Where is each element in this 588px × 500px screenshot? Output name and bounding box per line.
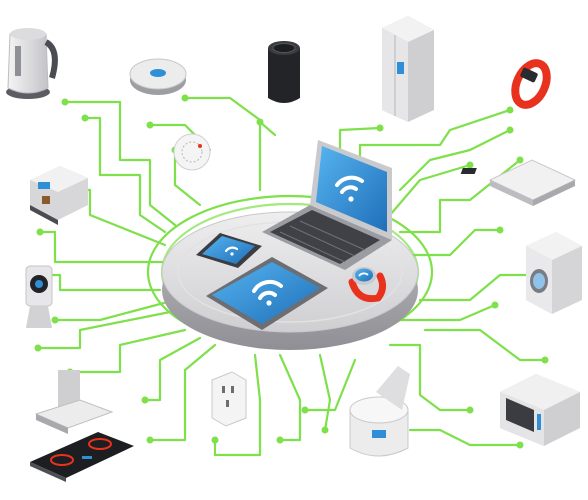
laptop bbox=[262, 140, 392, 270]
fitness-band bbox=[511, 59, 551, 109]
electric-kettle bbox=[6, 28, 58, 99]
robot-vacuum bbox=[129, 58, 187, 95]
coffee-machine bbox=[30, 166, 88, 225]
security-camera bbox=[25, 265, 53, 328]
tablet bbox=[206, 257, 328, 330]
smoke-detector bbox=[173, 133, 211, 171]
microwave-oven bbox=[500, 374, 580, 446]
smartphone bbox=[196, 233, 262, 268]
smartwatch bbox=[348, 267, 387, 303]
bathroom-scale bbox=[460, 159, 577, 206]
washing-machine bbox=[526, 232, 582, 314]
induction-cooktop bbox=[30, 432, 134, 482]
range-hood bbox=[34, 370, 114, 434]
refrigerator bbox=[382, 16, 434, 122]
smart-speaker bbox=[268, 41, 300, 103]
power-socket bbox=[211, 371, 247, 427]
rice-cooker bbox=[349, 366, 410, 457]
wifi-icon bbox=[335, 175, 364, 202]
